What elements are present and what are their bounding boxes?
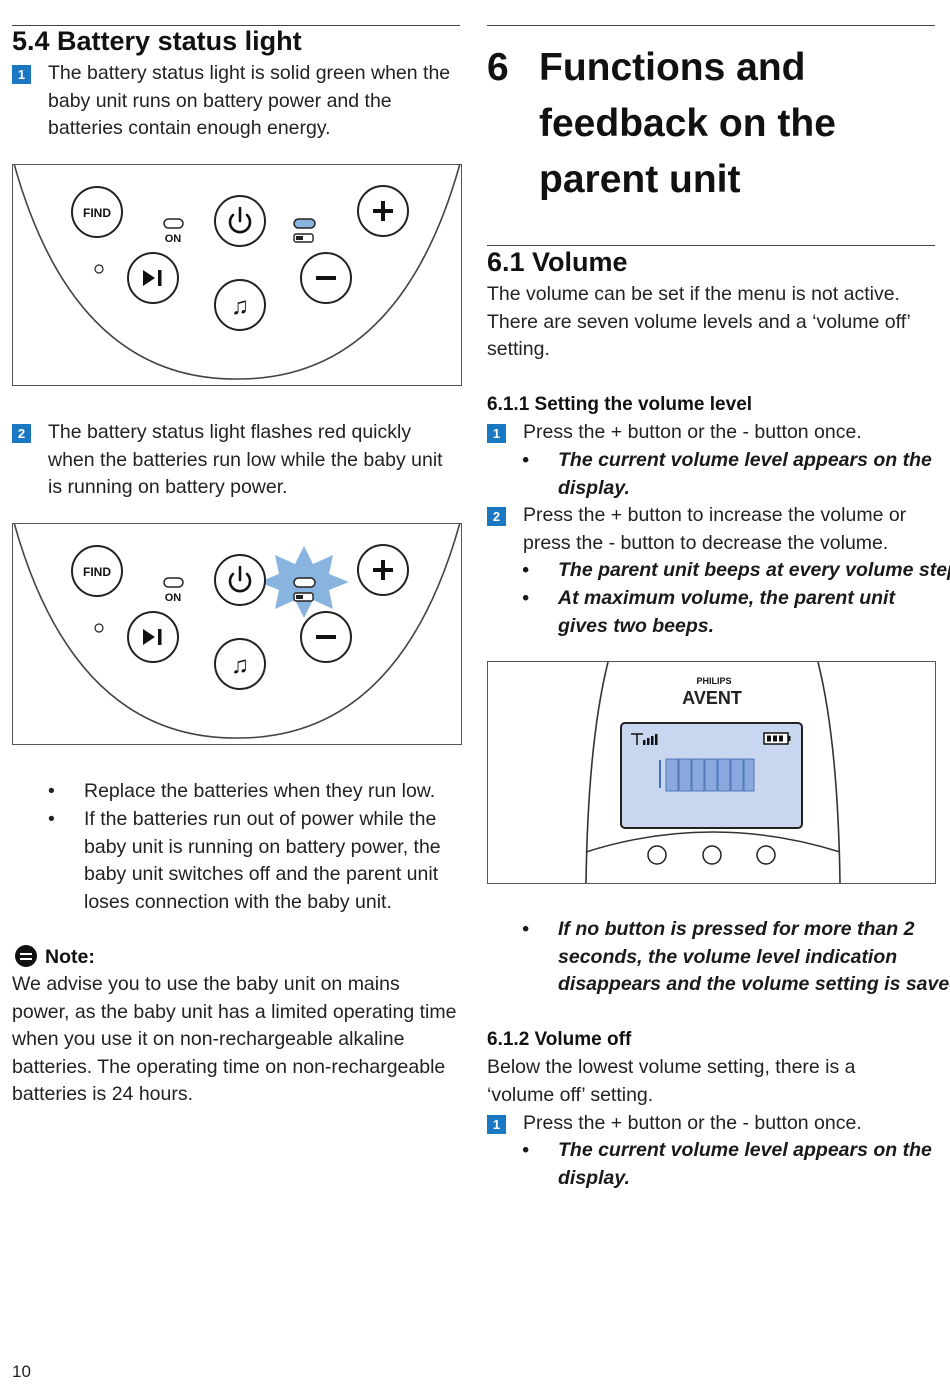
logo-text: AVENT (682, 688, 742, 708)
lullaby-button: ♫ (214, 279, 266, 331)
section-title-6-1: 6.1 Volume (487, 247, 628, 277)
ok-button (702, 845, 722, 865)
power-button (214, 195, 266, 247)
step-text: Press the + button to increase the volum… (523, 504, 907, 554)
battery-icon (293, 592, 314, 602)
play-pause-button (127, 252, 179, 304)
step-number-badge: 2 (487, 507, 506, 526)
subsection-title-6-1-2: 6.1.2 Volume off (487, 1029, 632, 1050)
note-icon (15, 945, 37, 967)
plus-button (357, 544, 409, 596)
chapter-number: 6 (487, 46, 509, 89)
volume-off-intro: Below the lowest volume setting, there i… (487, 1056, 856, 1106)
signal-icon (631, 733, 658, 745)
battery-icon (293, 233, 314, 243)
on-light (163, 577, 184, 588)
on-light (163, 218, 184, 229)
top-rule-left (12, 25, 460, 26)
bullet-item: •The current volume level appears on the… (522, 449, 932, 499)
note-text: We advise you to use the baby unit on ma… (12, 973, 457, 1106)
step-number-badge: 1 (12, 65, 31, 84)
step-number-badge: 1 (487, 424, 506, 443)
svg-text:♫: ♫ (231, 652, 249, 679)
step-number-badge: 2 (12, 424, 31, 443)
step-2: 2 Press the + button to increase the vol… (487, 502, 935, 557)
top-rule-right (487, 25, 935, 26)
section-rule-6-1 (487, 245, 935, 246)
back-button (756, 845, 776, 865)
bullet-item: •The current volume level appears on the… (522, 1139, 932, 1189)
battery-status-light (293, 218, 316, 229)
step-text: The battery status light is solid green … (48, 62, 451, 140)
bullet-item: •The parent unit beeps at every volume s… (522, 559, 950, 581)
svg-text:FIND: FIND (83, 565, 111, 579)
step-1: 1 Press the + button or the - button onc… (487, 1110, 935, 1138)
plus-button (357, 185, 409, 237)
volume-intro: The volume can be set if the menu is not… (487, 283, 911, 361)
step-2: 2 The battery status light flashes red q… (12, 419, 460, 502)
baby-unit-figure-1: FIND ON ♫ (12, 164, 462, 386)
find-button: FIND (71, 545, 123, 597)
battery-status-light (293, 577, 316, 588)
menu-button (647, 845, 667, 865)
note-heading: Note: (15, 945, 95, 969)
page-number: 10 (12, 1362, 31, 1381)
parent-unit-figure: PHILIPS AVENT (487, 661, 936, 884)
microphone-dot (94, 623, 104, 633)
on-label: ON (165, 233, 182, 245)
bullet-item: •If the batteries run out of power while… (48, 808, 441, 913)
svg-text:♫: ♫ (231, 293, 249, 320)
step-1: 1 Press the + button or the - button onc… (487, 419, 935, 447)
bullet-item: •At maximum volume, the parent unit give… (522, 587, 895, 637)
baby-unit-figure-2: FIND ON ♫ (12, 523, 462, 745)
play-pause-button (127, 611, 179, 663)
brand-text: PHILIPS (696, 676, 731, 686)
section-title-5-4: 5.4 Battery status light (12, 26, 302, 56)
volume-level-display (659, 758, 755, 792)
power-button (214, 554, 266, 606)
find-button: FIND (71, 186, 123, 238)
lullaby-button: ♫ (214, 638, 266, 690)
svg-text:FIND: FIND (83, 206, 111, 220)
on-label: ON (165, 592, 182, 604)
step-text: Press the + button or the - button once. (523, 421, 862, 443)
bullet-item: •If no button is pressed for more than 2… (522, 918, 950, 996)
battery-full-icon (763, 732, 791, 745)
minus-button (300, 252, 352, 304)
step-text: The battery status light flashes red qui… (48, 421, 443, 499)
step-1: 1 The battery status light is solid gree… (12, 60, 460, 143)
chapter-title-text: Functions and feedback on the parent uni… (539, 46, 836, 201)
subsection-title-6-1-1: 6.1.1 Setting the volume level (487, 394, 753, 415)
step-number-badge: 1 (487, 1115, 506, 1134)
chapter-title: 6 Functions and feedback on the parent u… (487, 40, 935, 210)
minus-button (300, 611, 352, 663)
bullet-item: •Replace the batteries when they run low… (48, 780, 436, 802)
microphone-dot (94, 264, 104, 274)
step-text: Press the + button or the - button once. (523, 1112, 862, 1134)
